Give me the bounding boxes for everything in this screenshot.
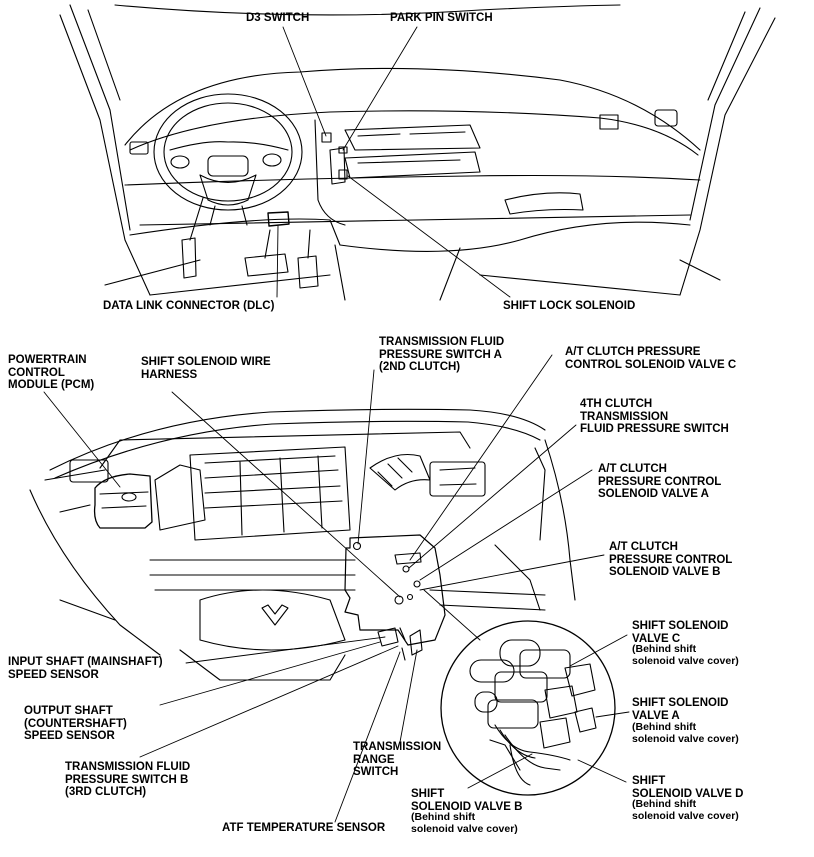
data-link-connector-label: DATA LINK CONNECTOR (DLC) (103, 300, 275, 312)
at-clutch-pressure-valve-b-label: A/T CLUTCH PRESSURE CONTROL SOLENOID VAL… (609, 541, 733, 578)
at-clutch-pressure-valve-c-label: A/T CLUTCH PRESSURE CONTROL SOLENOID VAL… (565, 346, 737, 371)
solenoid-detail-inset (440, 620, 616, 796)
shift-solenoid-valve-b-label: SHIFT SOLENOID VALVE B (411, 788, 523, 813)
fourth-clutch-pressure-switch-label: 4TH CLUTCH TRANSMISSION FLUID PRESSURE S… (580, 398, 729, 435)
transmission-fluid-pressure-switch-b-label: TRANSMISSION FLUID PRESSURE SWITCH B (3R… (65, 761, 191, 798)
shift-solenoid-valve-d-label: SHIFT SOLENOID VALVE D (632, 775, 744, 800)
shift-solenoid-valve-a-note: (Behind shift solenoid valve cover) (632, 721, 739, 745)
shift-solenoid-valve-d-note: (Behind shift solenoid valve cover) (632, 798, 739, 822)
dashboard-leader-lines (276, 26, 511, 298)
atf-temperature-sensor-label: ATF TEMPERATURE SENSOR (222, 822, 386, 834)
engine-bay-illustration (29, 408, 576, 681)
engine-leader-lines (43, 354, 630, 823)
dashboard-illustration (59, 4, 776, 301)
input-shaft-speed-sensor-label: INPUT SHAFT (MAINSHAFT) SPEED SENSOR (8, 656, 163, 681)
output-shaft-speed-sensor-label: OUTPUT SHAFT (COUNTERSHAFT) SPEED SENSOR (24, 705, 127, 742)
transmission-range-switch-label: TRANSMISSION RANGE SWITCH (353, 741, 442, 778)
shift-lock-solenoid-label: SHIFT LOCK SOLENOID (503, 300, 636, 312)
shift-solenoid-valve-b-note: (Behind shift solenoid valve cover) (411, 811, 518, 835)
shift-solenoid-valve-c-note: (Behind shift solenoid valve cover) (632, 643, 739, 667)
detail-callout-line (423, 589, 481, 641)
pcm-label: POWERTRAIN CONTROL MODULE (PCM) (8, 354, 95, 391)
at-clutch-pressure-valve-a-label: A/T CLUTCH PRESSURE CONTROL SOLENOID VAL… (598, 463, 722, 500)
park-pin-switch-label: PARK PIN SWITCH (390, 12, 493, 24)
shift-solenoid-valve-a-label: SHIFT SOLENOID VALVE A (632, 697, 729, 722)
transmission-fluid-pressure-switch-a-label: TRANSMISSION FLUID PRESSURE SWITCH A (2N… (379, 336, 505, 373)
shift-solenoid-valve-c-label: SHIFT SOLENOID VALVE C (632, 620, 729, 645)
shift-solenoid-wire-harness-label: SHIFT SOLENOID WIRE HARNESS (141, 356, 271, 381)
d3-switch-label: D3 SWITCH (246, 12, 310, 24)
